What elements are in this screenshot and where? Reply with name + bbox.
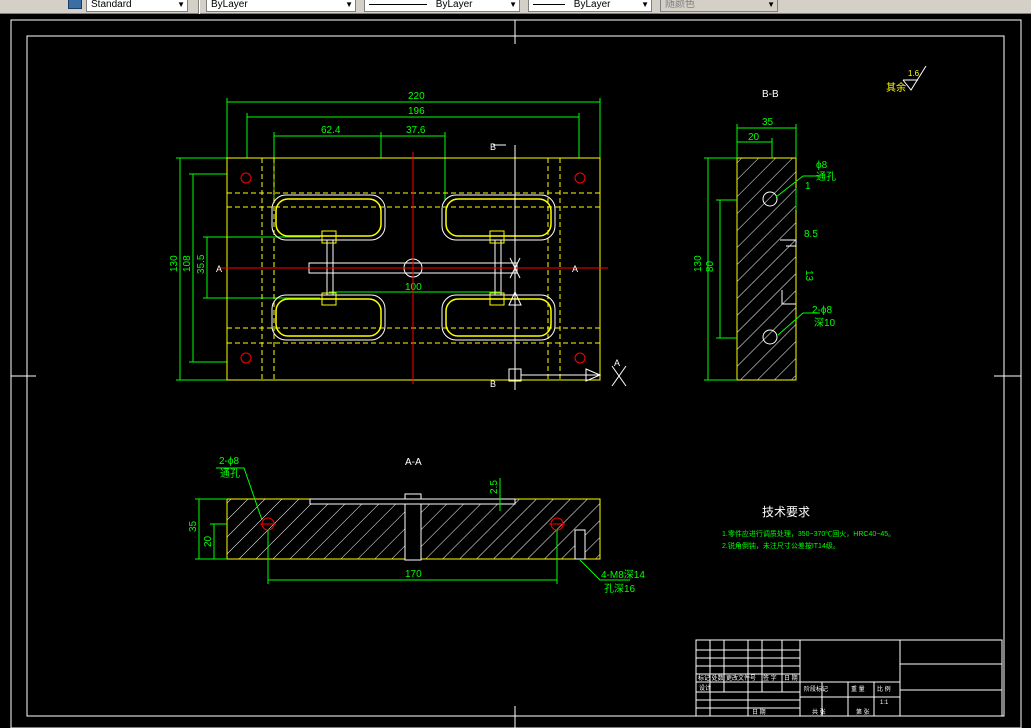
layer-value: ByLayer — [211, 0, 248, 10]
section-label-b-bottom: B — [490, 379, 496, 389]
chevron-down-icon: ▼ — [345, 0, 353, 9]
properties-toolbar: Standard ▼ ByLayer ▼ ByLayer ▼ ByLayer ▼… — [0, 0, 1031, 14]
tb-cell-mark: 标记 处数 — [698, 674, 724, 682]
outer-frame — [10, 19, 1022, 728]
tb-cell-scale: 比 例 — [877, 685, 891, 693]
front-dim-35: 35 — [188, 520, 199, 532]
dim-35-5: 35.5 — [196, 254, 207, 274]
side-dim-80: 80 — [705, 260, 716, 272]
text-style-dropdown[interactable]: Standard ▼ — [86, 0, 188, 12]
front-view: A-A 35 20 2.5 170 2-ϕ8 通孔 4-M8深14 孔深16 — [188, 456, 645, 595]
dim-62-4: 62.4 — [321, 125, 341, 136]
surface-mark-label: 其余 — [886, 81, 906, 94]
tech-line-2: 2.锐角倒钝，未注尺寸公差按IT14级。 — [722, 541, 840, 550]
color-dropdown[interactable]: 随颜色 ▼ — [660, 0, 778, 12]
chevron-down-icon: ▼ — [177, 0, 185, 9]
side-note-phi8: ϕ8 — [816, 160, 828, 171]
tb-cell-sheets: 共 张 — [812, 708, 826, 716]
drawing-canvas[interactable]: 其余 1.6 220 196 62.4 37.6 130 108 — [0, 15, 1031, 728]
tech-title: 技术要求 — [762, 505, 810, 519]
front-dim-20: 20 — [203, 535, 214, 547]
center-marks — [11, 20, 1021, 728]
front-note-m8: 4-M8深14 — [601, 569, 645, 581]
side-dim-20: 20 — [748, 132, 760, 143]
tb-cell-sheet: 第 张 — [856, 708, 870, 716]
dim-100: 100 — [405, 282, 422, 293]
dim-108: 108 — [182, 255, 193, 272]
lineweight-preview — [533, 3, 565, 5]
top-view: 220 196 62.4 37.6 130 108 35.5 100 — [169, 91, 721, 390]
dim-130: 130 — [169, 255, 180, 272]
front-dim-170: 170 — [405, 569, 422, 580]
lineweight-value: ByLayer — [573, 0, 611, 10]
side-note-2phi8: 2-ϕ8 — [812, 305, 832, 316]
tb-cell-design: 设计 — [699, 684, 711, 692]
surface-roughness-symbol: 其余 1.6 — [886, 65, 927, 94]
tb-cell-sign: 签 字 — [763, 674, 777, 682]
title-block: 标记 处数 更改文件号 签 字 日 期 设计 阶段标记 重 量 比 例 1:1 … — [695, 639, 1003, 717]
side-note-1: 1 — [805, 181, 811, 192]
side-dim-130: 130 — [693, 255, 704, 272]
section-label-a-arrow: A — [614, 358, 620, 368]
dim-37-6: 37.6 — [406, 125, 426, 136]
side-note-through: 通孔 — [816, 171, 836, 183]
linetype-dropdown[interactable]: ByLayer ▼ — [364, 0, 520, 12]
tech-line-1: 1.零件应进行调质处理，350~370℃回火，HRC40~45。 — [722, 529, 895, 538]
tb-cell-date2: 日 期 — [752, 708, 766, 716]
lineweight-dropdown[interactable]: ByLayer ▼ — [528, 0, 652, 12]
front-view-title: A-A — [405, 457, 422, 468]
side-note-depth: 深10 — [814, 317, 836, 329]
section-label-b-top: B — [490, 142, 496, 152]
surface-mark-value: 1.6 — [908, 69, 920, 78]
pin-holes — [240, 172, 586, 364]
front-note-depth: 孔深16 — [604, 583, 636, 595]
chevron-down-icon: ▼ — [767, 0, 775, 9]
section-label-a-right: A — [572, 264, 578, 274]
tb-scale-value: 1:1 — [880, 700, 889, 706]
tb-cell-date: 日 期 — [784, 674, 798, 682]
technical-requirements: 技术要求 1.零件应进行调质处理，350~370℃回火，HRC40~45。 2.… — [722, 505, 895, 550]
tb-cell-change: 更改文件号 — [726, 674, 756, 682]
layer-dropdown[interactable]: ByLayer ▼ — [206, 0, 356, 12]
chevron-down-icon: ▼ — [509, 0, 517, 9]
toolbar-separator — [198, 0, 200, 14]
section-label-a-left: A — [216, 264, 222, 274]
linetype-preview — [369, 3, 427, 5]
text-style-value: Standard — [91, 0, 132, 10]
side-dim-35: 35 — [762, 117, 774, 128]
chevron-down-icon: ▼ — [641, 0, 649, 9]
side-view: B-B 35 20 130 80 8.5 13 ϕ — [693, 89, 836, 381]
side-dim-8-5: 8.5 — [804, 229, 818, 240]
front-dim-2-5: 2.5 — [489, 480, 500, 494]
dim-196: 196 — [408, 106, 425, 117]
color-value: 随颜色 — [665, 0, 695, 10]
dim-220: 220 — [408, 91, 425, 102]
linetype-value: ByLayer — [435, 0, 473, 10]
side-view-title: B-B — [762, 89, 779, 100]
tb-cell-stage: 阶段标记 — [804, 685, 828, 693]
text-style-icon[interactable] — [68, 0, 82, 9]
front-note-through: 通孔 — [220, 468, 240, 480]
front-note-2phi8: 2-ϕ8 — [219, 456, 239, 467]
side-dim-13: 13 — [803, 270, 814, 282]
tb-cell-weight: 重 量 — [851, 685, 865, 693]
